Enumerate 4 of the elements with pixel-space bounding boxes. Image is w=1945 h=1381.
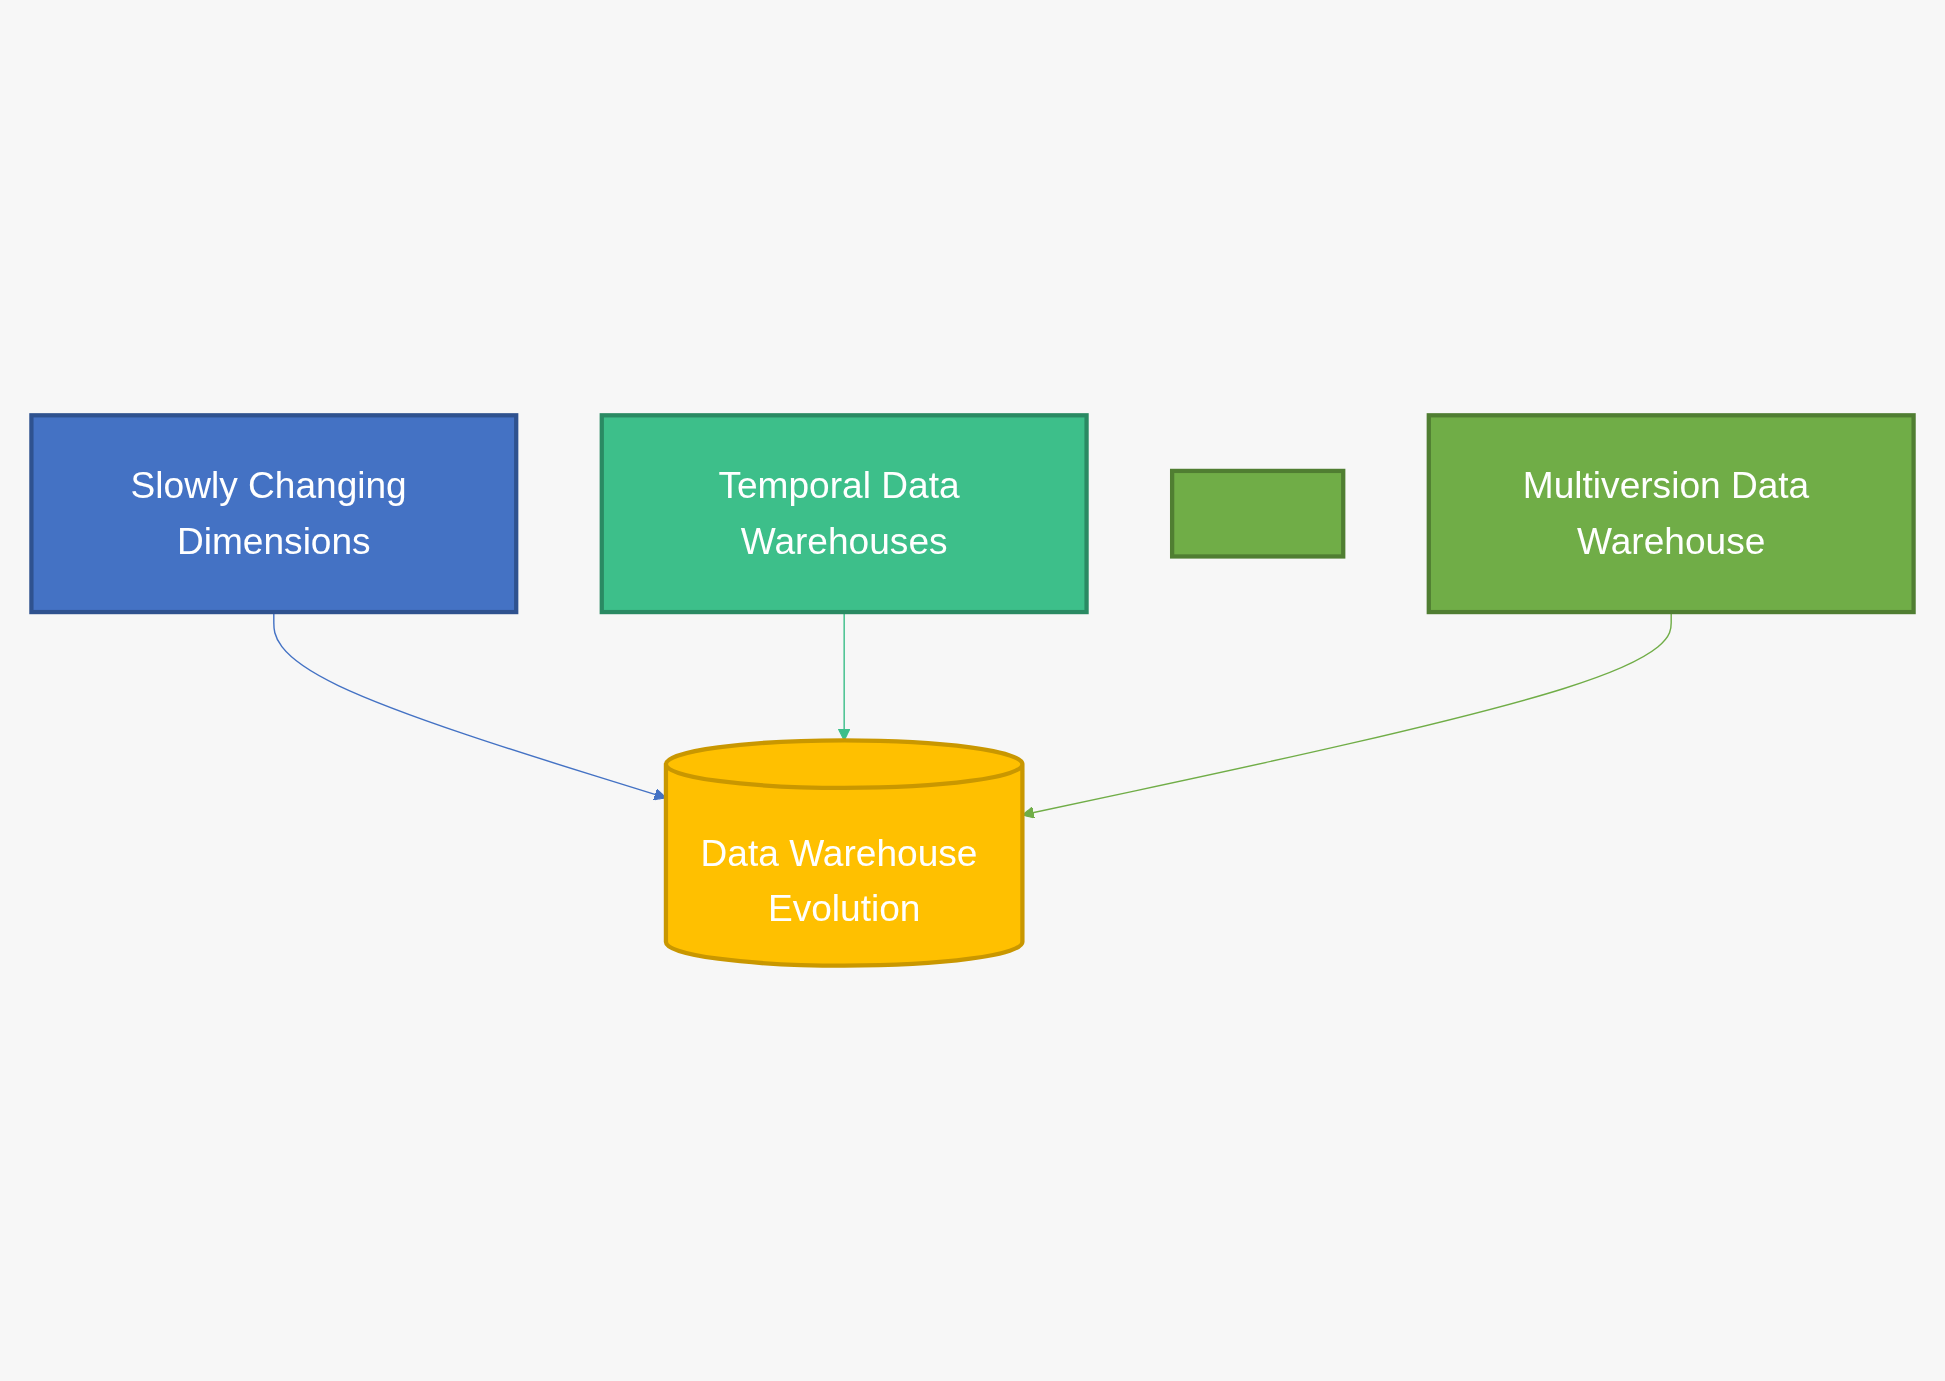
- node-box: Temporal Data Warehouses: [599, 413, 1089, 615]
- node-box: Multiversion Data Warehouse: [1426, 413, 1916, 615]
- node-box: Slowly Changing Dimensions: [29, 413, 519, 615]
- node-box: [1170, 468, 1346, 559]
